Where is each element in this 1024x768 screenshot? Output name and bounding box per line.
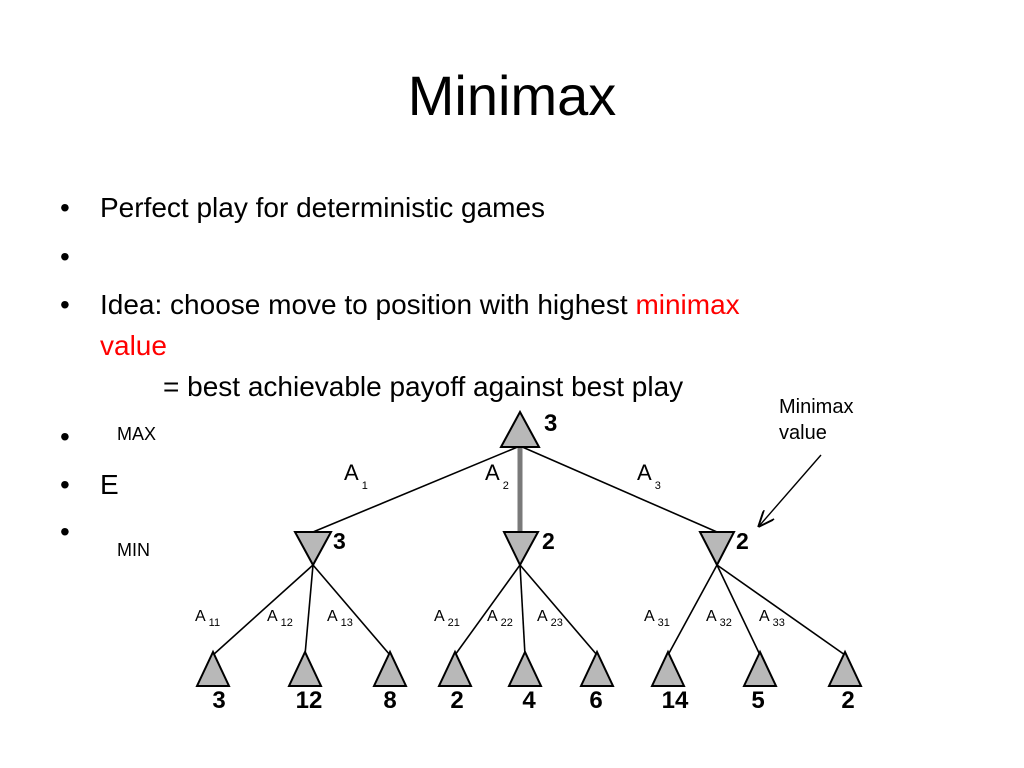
leaf-value-11: 3 bbox=[212, 687, 225, 714]
min-row-label: MIN bbox=[117, 540, 150, 560]
move-label-a3: A3 bbox=[637, 460, 661, 492]
edge-a1 bbox=[312, 445, 521, 533]
edge-a32 bbox=[716, 564, 761, 656]
min-node-1-value: 3 bbox=[333, 528, 346, 554]
leaf-node-31 bbox=[650, 649, 686, 687]
bullet-marker: • bbox=[60, 192, 70, 223]
bullet-text-5: E bbox=[100, 469, 119, 500]
bullet-marker: • bbox=[60, 289, 70, 320]
leaf-node-32 bbox=[742, 649, 778, 687]
leaf-node-12 bbox=[287, 649, 323, 687]
edge-a21 bbox=[454, 564, 521, 656]
edge-a11 bbox=[212, 564, 314, 656]
annotation-line-2: value bbox=[779, 422, 827, 444]
leaf-value-23: 6 bbox=[589, 687, 602, 714]
leaf-node-21 bbox=[437, 649, 473, 687]
bullet-marker: • bbox=[60, 241, 70, 272]
bullet-text-3-line3: = best achievable payoff against best pl… bbox=[163, 371, 684, 402]
move-label-a1: A1 bbox=[344, 460, 368, 492]
edge-a23 bbox=[519, 564, 598, 656]
edge-a12 bbox=[304, 564, 314, 656]
leaf-node-11 bbox=[195, 649, 231, 687]
bullet-marker: • bbox=[60, 516, 70, 547]
edge-a13 bbox=[312, 564, 391, 656]
root-value: 3 bbox=[544, 410, 557, 437]
leaf-value-33: 2 bbox=[841, 687, 854, 714]
min-node-3-value: 2 bbox=[736, 528, 749, 554]
min-node-2-value: 2 bbox=[542, 528, 555, 554]
root-max-node bbox=[499, 409, 541, 448]
move-label-a2: A2 bbox=[485, 460, 509, 492]
bullet-text-3: Idea: choose move to position with highe… bbox=[100, 285, 740, 325]
max-row-label: MAX bbox=[117, 424, 157, 444]
leaf-node-33 bbox=[827, 649, 863, 687]
bullet-text-3-cont: value bbox=[100, 330, 167, 361]
edge-a31 bbox=[667, 564, 718, 656]
leaf-value-21: 2 bbox=[450, 687, 463, 714]
edge-a22 bbox=[519, 564, 526, 656]
edge-a33 bbox=[716, 564, 846, 656]
annotation-line-1: Minimax bbox=[779, 396, 854, 418]
leaf-value-13: 8 bbox=[383, 687, 396, 714]
page-title: Minimax bbox=[407, 64, 617, 127]
min-node-2 bbox=[502, 531, 540, 568]
leaf-value-22: 4 bbox=[522, 687, 536, 714]
bullet-marker: • bbox=[60, 469, 70, 500]
bullet-text-1: Perfect play for deterministic games bbox=[100, 192, 546, 223]
bullet-text-3-plain: Idea: choose move to position with highe… bbox=[100, 289, 636, 320]
leaf-node-22 bbox=[507, 649, 543, 687]
leaf-value-12: 12 bbox=[296, 687, 323, 714]
min-node-3 bbox=[698, 531, 736, 568]
edge-a3 bbox=[519, 445, 718, 533]
leaf-value-32: 5 bbox=[751, 687, 764, 714]
minimax-value-annotation: Minimax value bbox=[779, 394, 853, 446]
leaf-node-23 bbox=[579, 649, 615, 687]
min-node-1 bbox=[293, 531, 333, 568]
bullet-marker: • bbox=[60, 421, 70, 452]
annotation-arrow bbox=[760, 454, 822, 525]
bullet-text-3-highlight: minimax bbox=[635, 289, 740, 320]
leaf-value-31: 14 bbox=[662, 687, 689, 714]
leaf-node-13 bbox=[372, 649, 408, 687]
